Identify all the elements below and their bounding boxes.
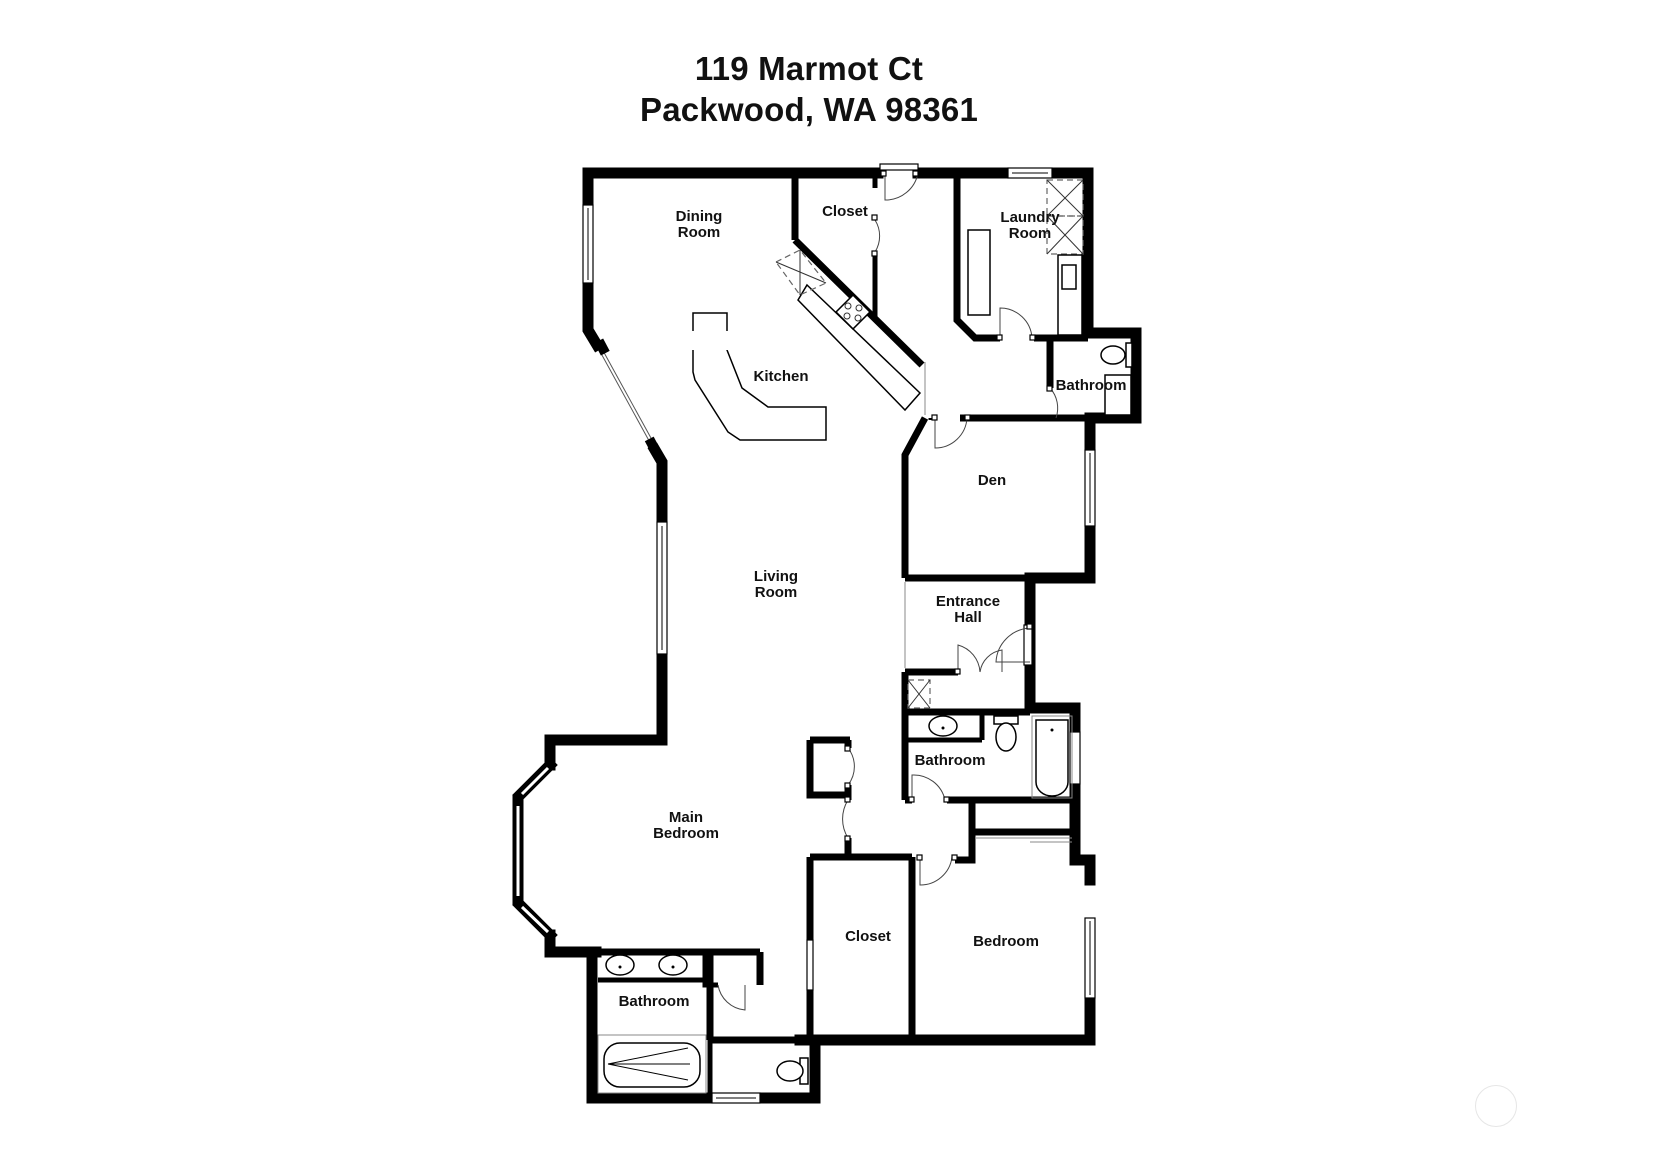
label-living-room-2: Room	[755, 584, 798, 601]
sliding-window	[594, 338, 662, 456]
label-laundry-room-2: Room	[1009, 225, 1052, 242]
toilet-icon	[776, 1060, 804, 1082]
label-dining-room-2: Room	[678, 224, 721, 241]
label-bathroom-hall: Bathroom	[915, 752, 986, 769]
kitchen-counter	[797, 283, 922, 412]
sink-icon	[605, 954, 635, 976]
label-closet-north: Closet	[822, 203, 868, 220]
label-den: Den	[978, 472, 1006, 489]
label-bathroom-main: Bathroom	[619, 993, 690, 1010]
circle-logo-icon	[1475, 1085, 1517, 1127]
label-laundry-room: Laundry	[1000, 209, 1060, 226]
laundry-counter	[967, 229, 991, 316]
label-closet-south: Closet	[845, 928, 891, 945]
bathtub-icon	[603, 1042, 701, 1088]
label-entrance-hall: Entrance	[936, 593, 1000, 610]
label-bedroom: Bedroom	[973, 933, 1039, 950]
label-entrance-hall-2: Hall	[954, 609, 982, 626]
label-bathroom-laundry: Bathroom	[1056, 377, 1127, 394]
sink-icon	[1104, 374, 1132, 416]
label-main-bedroom-2: Bedroom	[653, 825, 719, 842]
washer-dryer-icon	[1046, 179, 1084, 255]
sink-icon	[928, 715, 958, 737]
door-swings	[717, 163, 1072, 1011]
closet-shelf-icon	[907, 679, 931, 709]
address-line-2: Packwood, WA 98361	[639, 91, 978, 128]
label-kitchen: Kitchen	[753, 368, 808, 385]
wall-posts	[844, 170, 1053, 861]
refrigerator-icon	[775, 249, 827, 296]
stove-icon	[834, 293, 872, 331]
toilet-icon	[1100, 345, 1126, 365]
label-main-bedroom: Main	[669, 809, 703, 826]
sink-icon	[658, 954, 688, 976]
bathtub-icon	[1035, 719, 1069, 797]
interior-walls	[592, 173, 1088, 1098]
address-line-1: 119 Marmot Ct	[694, 50, 924, 87]
sink-icon	[1061, 264, 1077, 290]
bay-window	[512, 757, 558, 943]
toilet-icon	[995, 722, 1017, 752]
label-living-room: Living	[754, 568, 798, 585]
window	[1069, 731, 1081, 785]
label-dining-room: Dining	[676, 208, 723, 225]
